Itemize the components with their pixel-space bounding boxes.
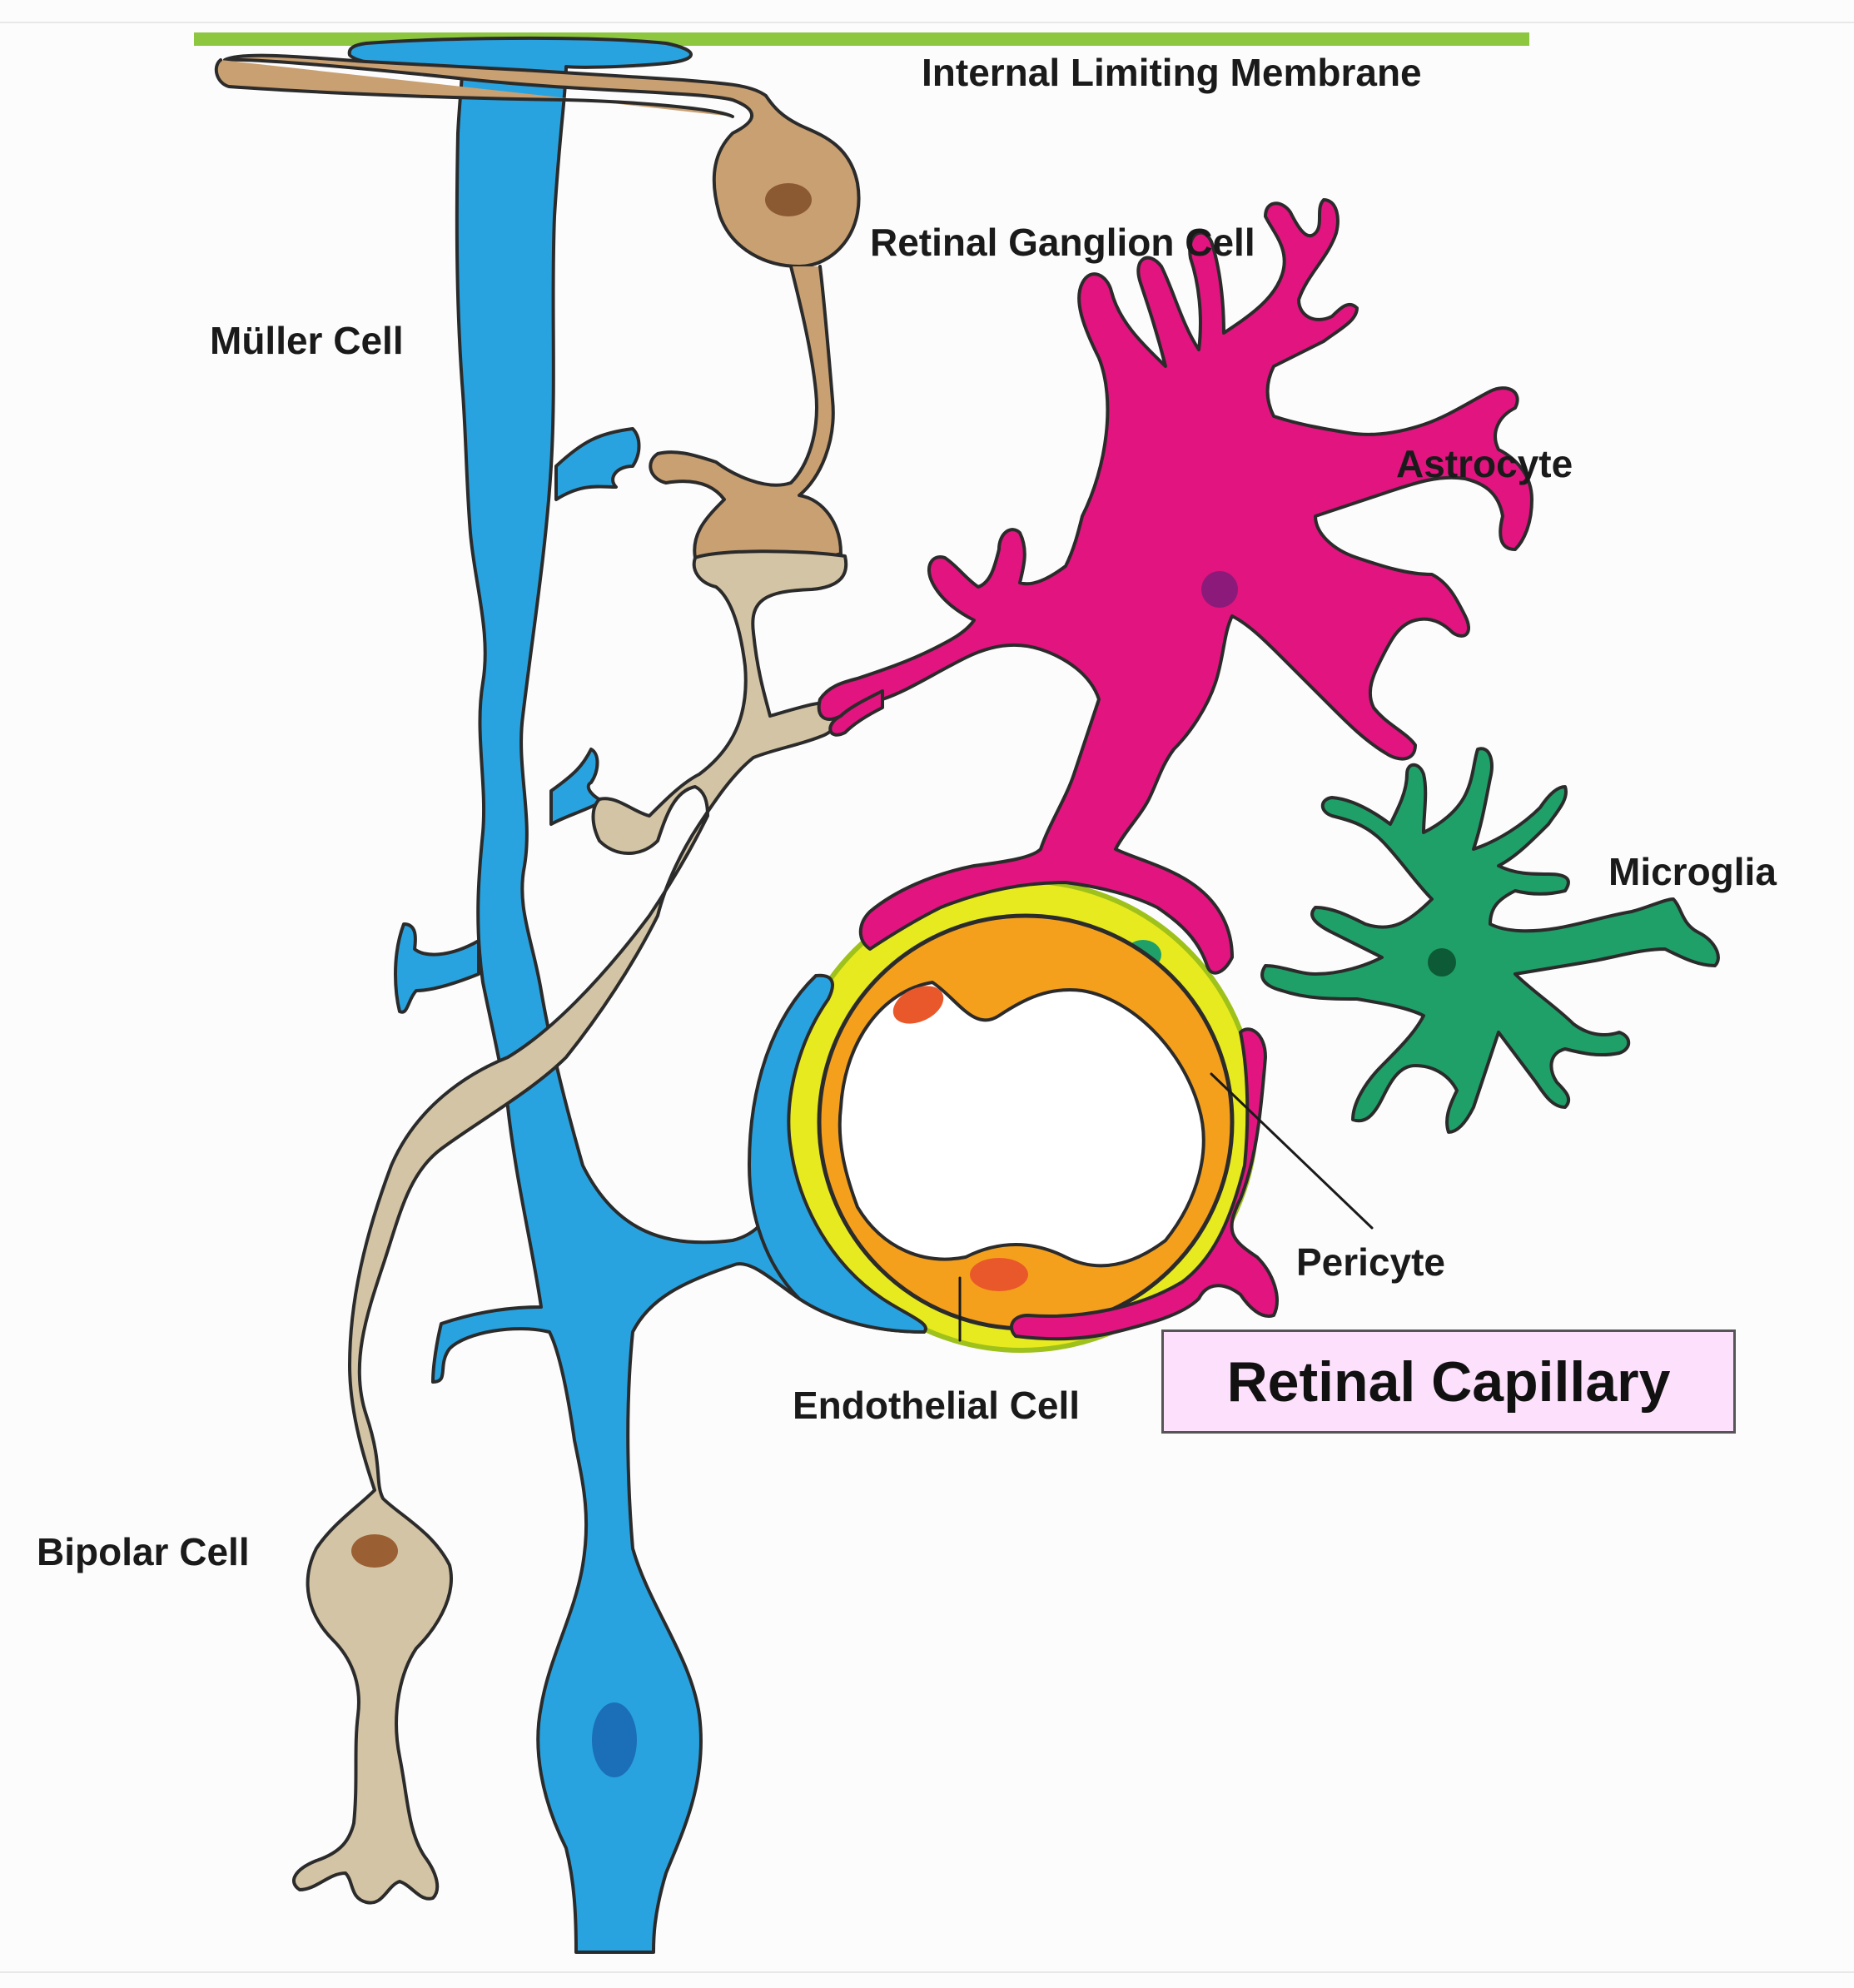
endothelial-nucleus-bottom	[970, 1258, 1028, 1291]
bipolar-cell	[292, 549, 848, 1905]
retinal-capillary-box: Retinal Capillary	[1161, 1329, 1736, 1434]
label-pericyte: Pericyte	[1296, 1240, 1445, 1284]
label-bipolar-cell: Bipolar Cell	[37, 1530, 250, 1573]
muller-nucleus	[592, 1702, 637, 1777]
endothelial-nucleus-top	[892, 986, 944, 1024]
astrocyte-nucleus	[1201, 571, 1238, 608]
pericyte-pointer	[1210, 1072, 1374, 1230]
bipolar-nucleus	[351, 1534, 398, 1568]
label-muller-cell: Müller Cell	[210, 319, 404, 362]
top-frame-line	[0, 22, 1854, 23]
retinal-ganglion-cell	[214, 53, 861, 565]
label-internal-limiting-membrane: Internal Limiting Membrane	[922, 51, 1422, 94]
label-microglia: Microglia	[1608, 850, 1777, 893]
retinal-capillary	[748, 878, 1259, 1353]
capillary-lumen	[838, 981, 1205, 1268]
label-retinal-capillary: Retinal Capillary	[1226, 1349, 1671, 1414]
label-endothelial-cell: Endothelial Cell	[793, 1384, 1080, 1427]
microglia-nucleus	[1428, 948, 1456, 977]
label-astrocyte: Astrocyte	[1396, 442, 1573, 485]
bottom-frame-line	[0, 1971, 1854, 1973]
muller-cell	[347, 36, 926, 1954]
rgc-nucleus	[765, 183, 812, 216]
label-retinal-ganglion-cell: Retinal Ganglion Cell	[870, 221, 1255, 264]
astrocyte	[817, 198, 1533, 1341]
microglia	[1260, 747, 1720, 1134]
muller-endfoot	[748, 973, 927, 1334]
